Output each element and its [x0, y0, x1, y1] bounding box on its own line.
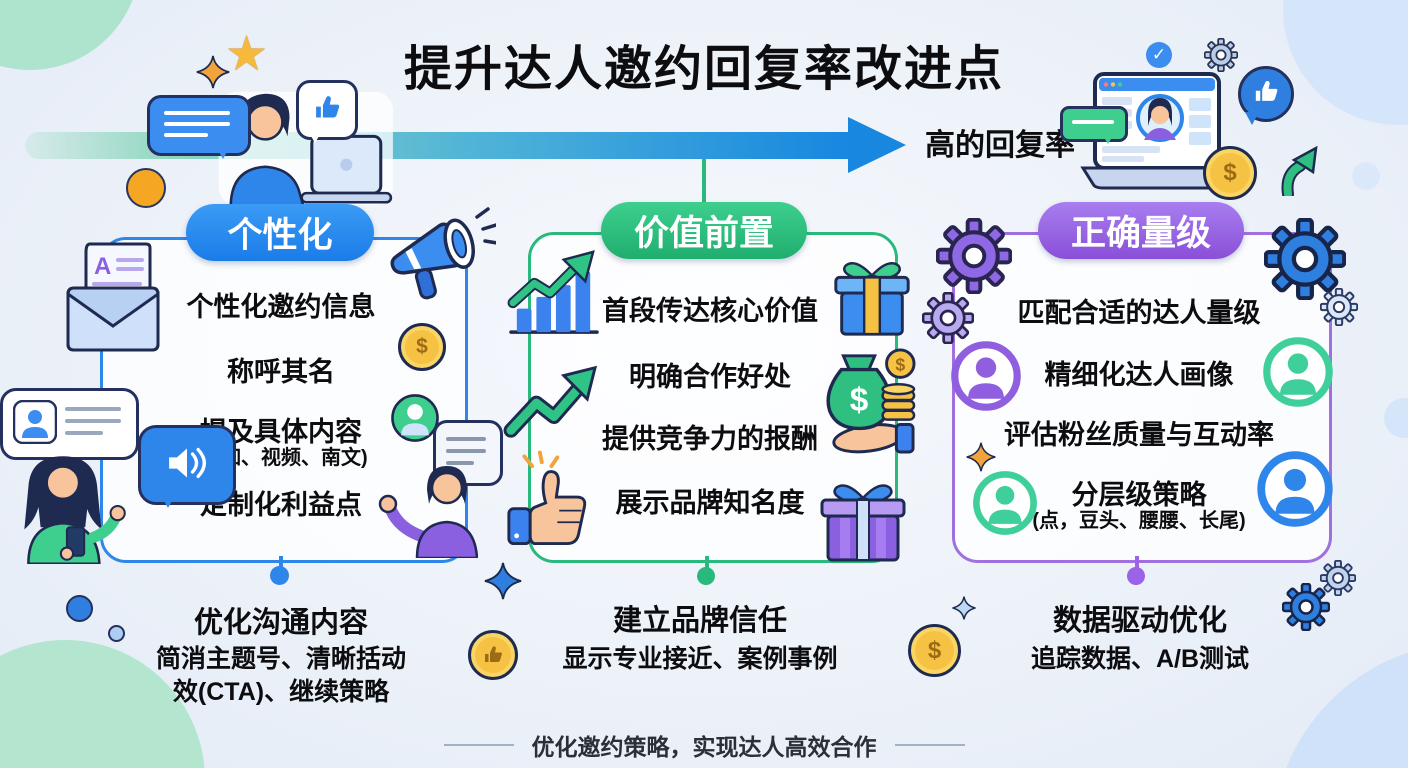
- gift-box-blue-icon: [828, 250, 916, 345]
- col3-item-4: 分层级策略: [1071, 480, 1207, 510]
- col3-item-2: 精细化达人画像: [1044, 360, 1234, 390]
- page-title: 提升达人邀约回复率改进点: [403, 43, 1004, 96]
- thumb-bubble-white: [296, 80, 358, 143]
- speaker-icon: [164, 444, 210, 487]
- orange-dot: [126, 168, 166, 208]
- thumb-up-icon: [1252, 78, 1280, 111]
- money-bag-hand-icon: $ $: [810, 336, 916, 467]
- sparkle-blue-icon: [484, 562, 522, 605]
- gear-icon-outline-small: [1319, 287, 1359, 331]
- speaker-bubble: [138, 425, 236, 508]
- connector-col1: [279, 556, 283, 571]
- col2-item-4: 展示品牌知名度: [615, 488, 805, 518]
- summary2-title: 建立品牌信任: [612, 605, 787, 637]
- check-badge-icon: ✓: [1146, 42, 1172, 68]
- progress-arrow-head: [848, 117, 906, 173]
- avatar-green-support-icon: [389, 392, 441, 449]
- gear-icon-bottom-right-grey: [1319, 559, 1357, 601]
- col1-item-3-note: (幌如、视频、南文): [194, 447, 368, 469]
- column-header-right-tier: 正确量级: [1038, 202, 1244, 259]
- summary2-line1: 显示专业接近、案例事例: [562, 645, 838, 673]
- coin-dollar-icon: $: [1203, 146, 1257, 200]
- gift-box-purple-icon: [814, 474, 912, 569]
- avatar-icon-blue-bottom: [1256, 450, 1334, 533]
- deco-circle-right-mid: [1384, 398, 1408, 438]
- deco-circle-right-edge: [1352, 162, 1380, 190]
- thumbs-up-hand-icon: [505, 450, 597, 555]
- gear-icon-blue-large: [1263, 217, 1347, 305]
- col3-item-1: 匹配合适的达人量级: [1017, 298, 1261, 328]
- chat-bubble-blue: [147, 95, 251, 159]
- connector-dot-col3: [1127, 567, 1145, 585]
- summary3-title: 数据驱动优化: [1052, 605, 1227, 637]
- sparkle-orange-icon: [196, 55, 230, 94]
- connector-col2: [705, 556, 709, 571]
- connector-dot-col1: [270, 566, 289, 585]
- deco-dot-lightblue: [108, 625, 125, 642]
- avatar-chat-bubble: [0, 388, 139, 463]
- gear-icon-small-tr: [1203, 37, 1239, 77]
- mini-avatar-icon: [12, 399, 58, 449]
- footer-text: 优化邀约策略，实现达人高效合作: [531, 734, 877, 760]
- sparkle-lightblue-icon: [952, 596, 976, 625]
- megaphone-icon: [378, 203, 499, 316]
- gear-icon-bottom-right-blue: [1281, 582, 1331, 636]
- avatar-icon-purple: [950, 340, 1022, 417]
- letter-a-glyph: A: [94, 253, 111, 280]
- thumb-up-icon: [312, 93, 342, 128]
- summary1-line2: 效(CTA)、继续策略: [172, 678, 390, 706]
- col2-item-1: 首段传达核心价值: [602, 296, 818, 326]
- purple-man-illustration: [370, 458, 479, 563]
- green-woman-illustration: [0, 450, 142, 569]
- dollar-glyph: $: [850, 382, 869, 419]
- trend-arrow-icon: [503, 356, 601, 451]
- col2-item-3: 提供竞争力的报酬: [602, 424, 818, 454]
- col3-item-4-note: (点，豆头、腰腰、长尾): [1032, 510, 1246, 532]
- col2-item-2: 明确合作好处: [629, 362, 791, 392]
- chat-bubble-green: [1060, 106, 1128, 144]
- column-header-personalization: 个性化: [186, 204, 374, 261]
- column-header-value-first: 价值前置: [601, 202, 807, 259]
- growth-arrow-icon: [1280, 144, 1322, 201]
- col1-item-1: 个性化邀约信息: [186, 292, 376, 322]
- coin-thumb-icon: [468, 630, 518, 680]
- star-icon: ★: [225, 28, 269, 81]
- avatar-icon-green-bottom: [972, 470, 1038, 541]
- summary3-line1: 追踪数据、A/B测试: [1030, 645, 1250, 673]
- envelope-letter-icon: A: [60, 236, 165, 359]
- footer: 优化邀约策略，实现达人高效合作: [0, 728, 1408, 762]
- sparkle-orange-icon: [966, 442, 996, 477]
- coin-dollar-icon: $: [398, 323, 446, 371]
- bar-chart-growth-icon: [505, 248, 603, 343]
- col1-item-2: 称呼其名: [227, 357, 335, 387]
- thumb-bubble-blue-tr: [1238, 66, 1294, 125]
- connector-dot-col2: [697, 567, 715, 585]
- connector-arrow-to-col2: [702, 159, 706, 207]
- coin-dollar-icon: $: [908, 624, 961, 677]
- gear-icon-purple-large: [935, 217, 1013, 299]
- deco-dot-blue: [66, 595, 93, 622]
- dollar-glyph: $: [895, 355, 905, 375]
- avatar-icon-green-right: [1262, 336, 1334, 413]
- footer-dash-right: [894, 744, 965, 746]
- col3-item-3: 评估粉丝质量与互动率: [1004, 420, 1274, 450]
- outcome-label: 高的回复率: [925, 129, 1075, 162]
- summary1-line1: 简消主题号、清晰括动: [155, 645, 406, 673]
- summary1-title: 优化沟通内容: [193, 607, 368, 639]
- laptop-profile-illustration: [1075, 70, 1243, 197]
- footer-dash-left: [443, 744, 514, 746]
- gear-icon-purple-small: [921, 291, 975, 349]
- connector-col3: [1135, 556, 1139, 571]
